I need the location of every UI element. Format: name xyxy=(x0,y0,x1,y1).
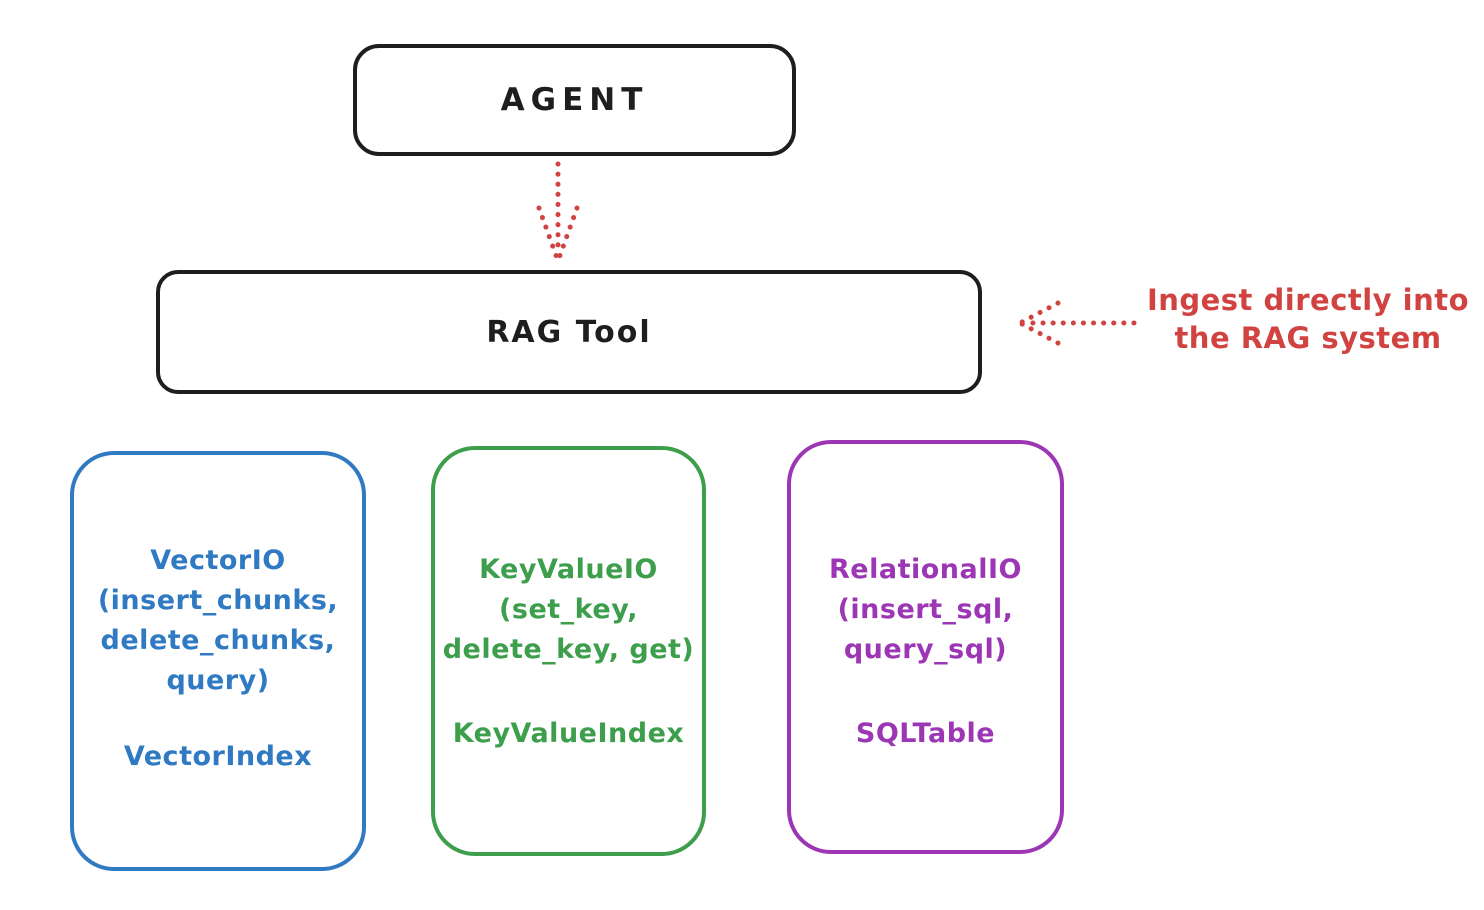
vector-io-box: VectorIO (insert_chunks, delete_chunks, … xyxy=(70,451,366,871)
sql-table-label: SQLTable xyxy=(855,718,996,749)
keyvalue-io-line: (set_key, xyxy=(499,594,638,625)
ingest-annotation-line2: the RAG system xyxy=(1174,321,1442,355)
relational-io-box: RelationalIO (insert_sql, query_sql) SQL… xyxy=(787,440,1064,854)
relational-io-content: RelationalIO (insert_sql, query_sql) SQL… xyxy=(791,444,1060,754)
ingest-annotation: Ingest directly into the RAG system xyxy=(1140,281,1476,357)
agent-node: AGENT xyxy=(353,44,796,156)
vector-index-label: VectorIndex xyxy=(123,741,313,772)
vector-io-line: delete_chunks, xyxy=(100,625,336,656)
annotation-to-ragtool-arrow xyxy=(1019,300,1137,346)
relational-io-line: (insert_sql, xyxy=(837,594,1014,625)
keyvalue-index-label: KeyValueIndex xyxy=(452,718,685,749)
vector-io-line: query) xyxy=(166,665,270,696)
keyvalue-io-line: KeyValueIO xyxy=(479,554,658,585)
vector-io-content: VectorIO (insert_chunks, delete_chunks, … xyxy=(74,455,362,777)
relational-io-line: RelationalIO xyxy=(829,554,1022,585)
relational-io-line: query_sql) xyxy=(843,634,1008,665)
ingest-annotation-line1: Ingest directly into xyxy=(1146,283,1470,317)
vector-io-line: (insert_chunks, xyxy=(97,585,339,616)
vector-io-line: VectorIO xyxy=(150,545,286,576)
keyvalue-io-content: KeyValueIO (set_key, delete_key, get) Ke… xyxy=(435,450,702,754)
keyvalue-io-line: delete_key, get) xyxy=(442,634,695,665)
agent-to-ragtool-arrow xyxy=(536,161,580,261)
rag-tool-node-label: RAG Tool xyxy=(486,314,652,350)
rag-tool-node: RAG Tool xyxy=(156,270,982,394)
keyvalue-io-box: KeyValueIO (set_key, delete_key, get) Ke… xyxy=(431,446,706,856)
agent-node-label: AGENT xyxy=(500,82,649,118)
